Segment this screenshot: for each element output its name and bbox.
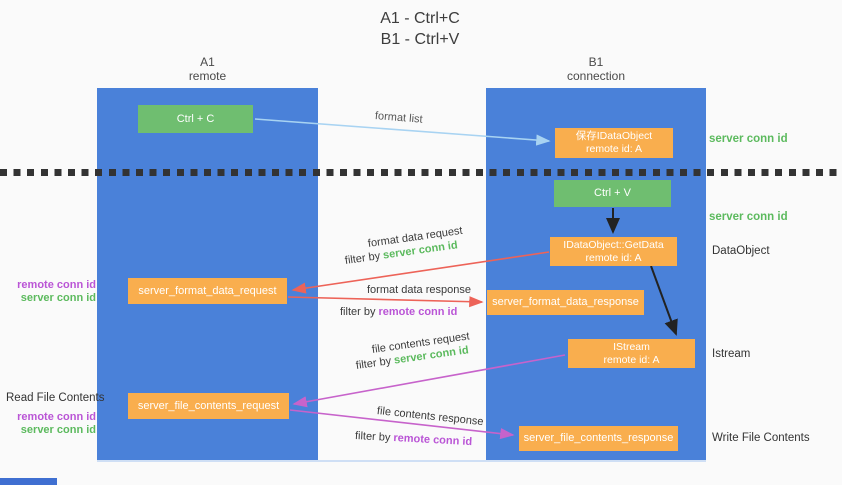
format-data-response-arrow: [287, 296, 484, 308]
remote-conn-id-label-2: remote conn id: [17, 411, 96, 423]
server-conn-id-label-2: server conn id: [20, 423, 96, 436]
server-file-contents-response-label: server_file_contents_response: [523, 432, 674, 444]
column-a1-name: A1: [200, 55, 215, 69]
filter-by-text: filter by: [354, 430, 391, 444]
separator-dotted-line: [0, 169, 842, 176]
format-data-response-label: format data response: [367, 284, 471, 296]
server-conn-id-label-mid: server conn id: [709, 211, 788, 223]
save-dataobject-line2: remote id: A: [585, 143, 643, 155]
server-file-contents-request-node: server_file_contents_request: [128, 393, 289, 419]
read-file-contents-label: Read File Contents: [6, 392, 105, 404]
remote-conn-id-label-1: remote conn id: [17, 279, 96, 291]
server-conn-id-label-1: server conn id: [20, 291, 96, 304]
bottom-blue-strip: [0, 478, 57, 485]
ctrl-v-node: Ctrl + V: [554, 180, 671, 207]
filter-by-text: filter by: [340, 306, 376, 318]
server-format-data-request-label: server_format_data_request: [138, 284, 277, 297]
diagram-title: A1 - Ctrl+C B1 - Ctrl+V: [300, 8, 540, 50]
conn-id-pair-file: remote conn id server conn id: [0, 411, 96, 436]
file-contents-request-arrow: [292, 354, 566, 408]
write-file-contents-label: Write File Contents: [712, 432, 810, 444]
istream-node: IStream remote id: A: [568, 339, 695, 368]
getdata-line1: IDataObject::GetData: [563, 238, 664, 251]
column-header-b1: B1 connection: [486, 55, 706, 83]
getdata-line2: remote id: A: [585, 251, 642, 264]
istream-side-label: Istream: [712, 348, 751, 360]
ctrl-v-label: Ctrl + V: [594, 187, 631, 199]
title-line-2: B1 - Ctrl+V: [380, 31, 460, 48]
conn-id-pair-format: remote conn id server conn id: [0, 279, 96, 304]
ctrl-c-label: Ctrl + C: [176, 112, 215, 125]
column-b1-name: B1: [588, 55, 604, 69]
file-contents-response-arrow: [289, 409, 515, 440]
save-dataobject-node: 保存IDataObject remote id: A: [555, 128, 673, 158]
istream-line2: remote id: A: [603, 353, 660, 366]
format-data-request-arrow: [291, 251, 550, 294]
lane-bottom-line: [97, 460, 706, 462]
remote-conn-id-filter-1: remote conn id: [378, 306, 458, 318]
title-line-1: A1 - Ctrl+C: [380, 10, 460, 27]
column-header-a1: A1 remote: [97, 55, 318, 83]
server-file-contents-response-node: server_file_contents_response: [519, 426, 678, 451]
column-b1-subtitle: connection: [566, 68, 626, 83]
server-format-data-response-node: server_format_data_response: [487, 290, 644, 315]
getdata-to-istream-arrow: [650, 265, 678, 336]
getdata-node: IDataObject::GetData remote id: A: [550, 237, 677, 266]
istream-line1: IStream: [613, 340, 650, 353]
save-dataobject-line1: 保存IDataObject: [575, 130, 653, 142]
dataobject-label: DataObject: [712, 245, 770, 257]
ctrl-c-node: Ctrl + C: [138, 105, 253, 133]
server-format-data-request-node: server_format_data_request: [128, 278, 287, 304]
server-format-data-response-label: server_format_data_response: [492, 296, 639, 308]
server-file-contents-request-label: server_file_contents_request: [137, 399, 280, 412]
server-conn-id-label-top: server conn id: [709, 133, 788, 145]
column-a1-subtitle: remote: [188, 68, 227, 83]
format-list-arrow: [254, 118, 551, 146]
